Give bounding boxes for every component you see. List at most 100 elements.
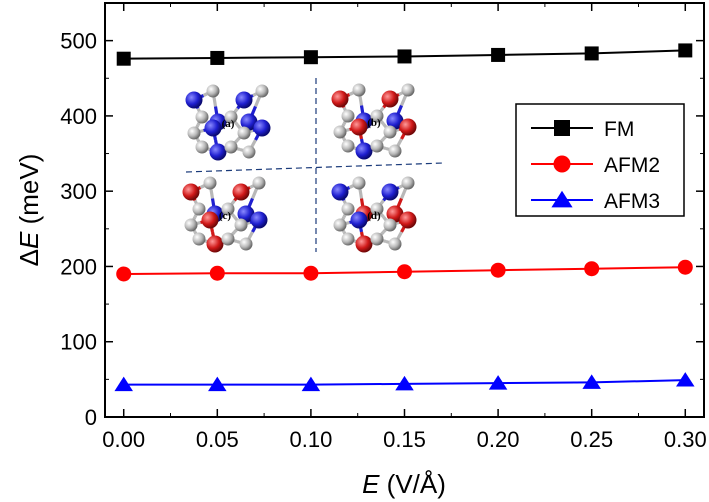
blue-atom bbox=[209, 143, 227, 161]
x-tick-label: 0.15 bbox=[383, 427, 426, 452]
data-point-fm bbox=[116, 51, 131, 66]
panel-label: (b) bbox=[367, 117, 381, 129]
y-tick-label: 100 bbox=[60, 330, 97, 355]
panel-label: (a) bbox=[222, 118, 235, 130]
panel-label: (c) bbox=[219, 210, 232, 222]
blue-atom bbox=[237, 205, 255, 223]
gray-atom bbox=[252, 176, 266, 190]
gray-atom bbox=[192, 232, 206, 246]
gray-atom bbox=[388, 144, 402, 158]
gray-atom bbox=[333, 125, 347, 139]
data-point-afm3 bbox=[488, 375, 508, 390]
panel-divider-horizontal bbox=[185, 162, 445, 173]
gray-atom bbox=[192, 202, 206, 216]
red-atom bbox=[399, 211, 417, 229]
gray-atom bbox=[383, 125, 397, 139]
gray-atom bbox=[239, 237, 253, 251]
x-tick-label: 0.20 bbox=[477, 427, 520, 452]
blue-atom bbox=[355, 142, 373, 160]
gray-atom bbox=[333, 218, 347, 232]
gray-atom bbox=[352, 83, 366, 97]
data-point-afm2 bbox=[303, 265, 319, 281]
gray-atom bbox=[401, 176, 415, 190]
legend-marker-fm bbox=[554, 120, 570, 136]
blue-atom bbox=[381, 183, 399, 201]
legend-marker-afm2 bbox=[553, 155, 571, 173]
gray-atom bbox=[383, 218, 397, 232]
gray-atom bbox=[206, 84, 220, 98]
panel-label: (d) bbox=[367, 210, 381, 222]
gray-atom bbox=[187, 126, 201, 140]
data-series bbox=[114, 43, 695, 392]
config-panel: (c) bbox=[182, 176, 268, 253]
legend-label-afm3: AFM3 bbox=[604, 190, 660, 213]
gray-atom bbox=[341, 232, 355, 246]
red-atom bbox=[206, 235, 224, 253]
gray-atom bbox=[352, 176, 366, 190]
config-panel: (d) bbox=[331, 176, 417, 253]
gray-atom bbox=[388, 237, 402, 251]
data-point-fm bbox=[303, 50, 318, 65]
red-atom bbox=[201, 211, 219, 229]
red-atom bbox=[182, 183, 200, 201]
gray-atom bbox=[341, 139, 355, 153]
red-atom bbox=[355, 235, 373, 253]
series-afm2 bbox=[116, 259, 693, 282]
data-point-afm2 bbox=[677, 259, 693, 275]
gray-atom bbox=[195, 110, 209, 124]
data-point-afm2 bbox=[116, 266, 132, 282]
y-tick-label: 0 bbox=[85, 405, 97, 430]
data-point-afm3 bbox=[676, 372, 695, 387]
blue-atom bbox=[235, 91, 253, 109]
data-point-fm bbox=[678, 43, 693, 58]
red-atom bbox=[386, 205, 404, 223]
legend-label-afm2: AFM2 bbox=[604, 154, 660, 177]
gray-atom bbox=[221, 232, 235, 246]
config-panel: (b) bbox=[331, 83, 417, 160]
gray-atom bbox=[184, 218, 198, 232]
gray-atom bbox=[341, 202, 355, 216]
data-point-afm2 bbox=[209, 265, 225, 281]
gray-atom bbox=[401, 83, 415, 97]
gray-atom bbox=[224, 110, 238, 124]
x-axis-title: E (V/Å) bbox=[362, 469, 446, 499]
gray-atom bbox=[370, 202, 384, 216]
gray-atom bbox=[224, 140, 238, 154]
blue-atom bbox=[386, 112, 404, 130]
red-atom bbox=[232, 183, 250, 201]
data-point-fm bbox=[210, 50, 225, 65]
data-point-afm2 bbox=[584, 261, 600, 277]
data-point-afm2 bbox=[397, 264, 412, 280]
y-axis-title: ΔE (meV) bbox=[14, 154, 44, 267]
blue-atom bbox=[350, 211, 368, 229]
config-panel: (a) bbox=[185, 84, 271, 161]
y-tick-label: 300 bbox=[60, 179, 97, 204]
x-tick-label: 0.10 bbox=[289, 427, 332, 452]
gray-atom bbox=[370, 139, 384, 153]
gray-atom bbox=[237, 126, 251, 140]
x-tick-label: 0.05 bbox=[196, 427, 239, 452]
y-tick-label: 200 bbox=[60, 254, 97, 279]
data-point-afm2 bbox=[490, 262, 506, 278]
data-point-afm3 bbox=[114, 376, 133, 392]
blue-atom bbox=[253, 119, 271, 137]
gray-atom bbox=[370, 232, 384, 246]
blue-atom bbox=[331, 183, 349, 201]
blue-atom bbox=[185, 91, 203, 109]
data-point-fm bbox=[491, 47, 506, 62]
series-afm3 bbox=[114, 372, 695, 392]
gray-atom bbox=[242, 145, 256, 159]
blue-atom bbox=[250, 211, 268, 229]
data-point-afm3 bbox=[208, 376, 227, 392]
red-atom bbox=[381, 90, 399, 108]
data-point-fm bbox=[584, 46, 599, 61]
blue-atom bbox=[204, 119, 222, 137]
legend-marker-afm3 bbox=[551, 190, 573, 208]
gray-atom bbox=[370, 109, 384, 123]
y-tick-label: 500 bbox=[60, 29, 97, 54]
gray-atom bbox=[255, 84, 269, 98]
data-point-afm3 bbox=[301, 376, 321, 392]
